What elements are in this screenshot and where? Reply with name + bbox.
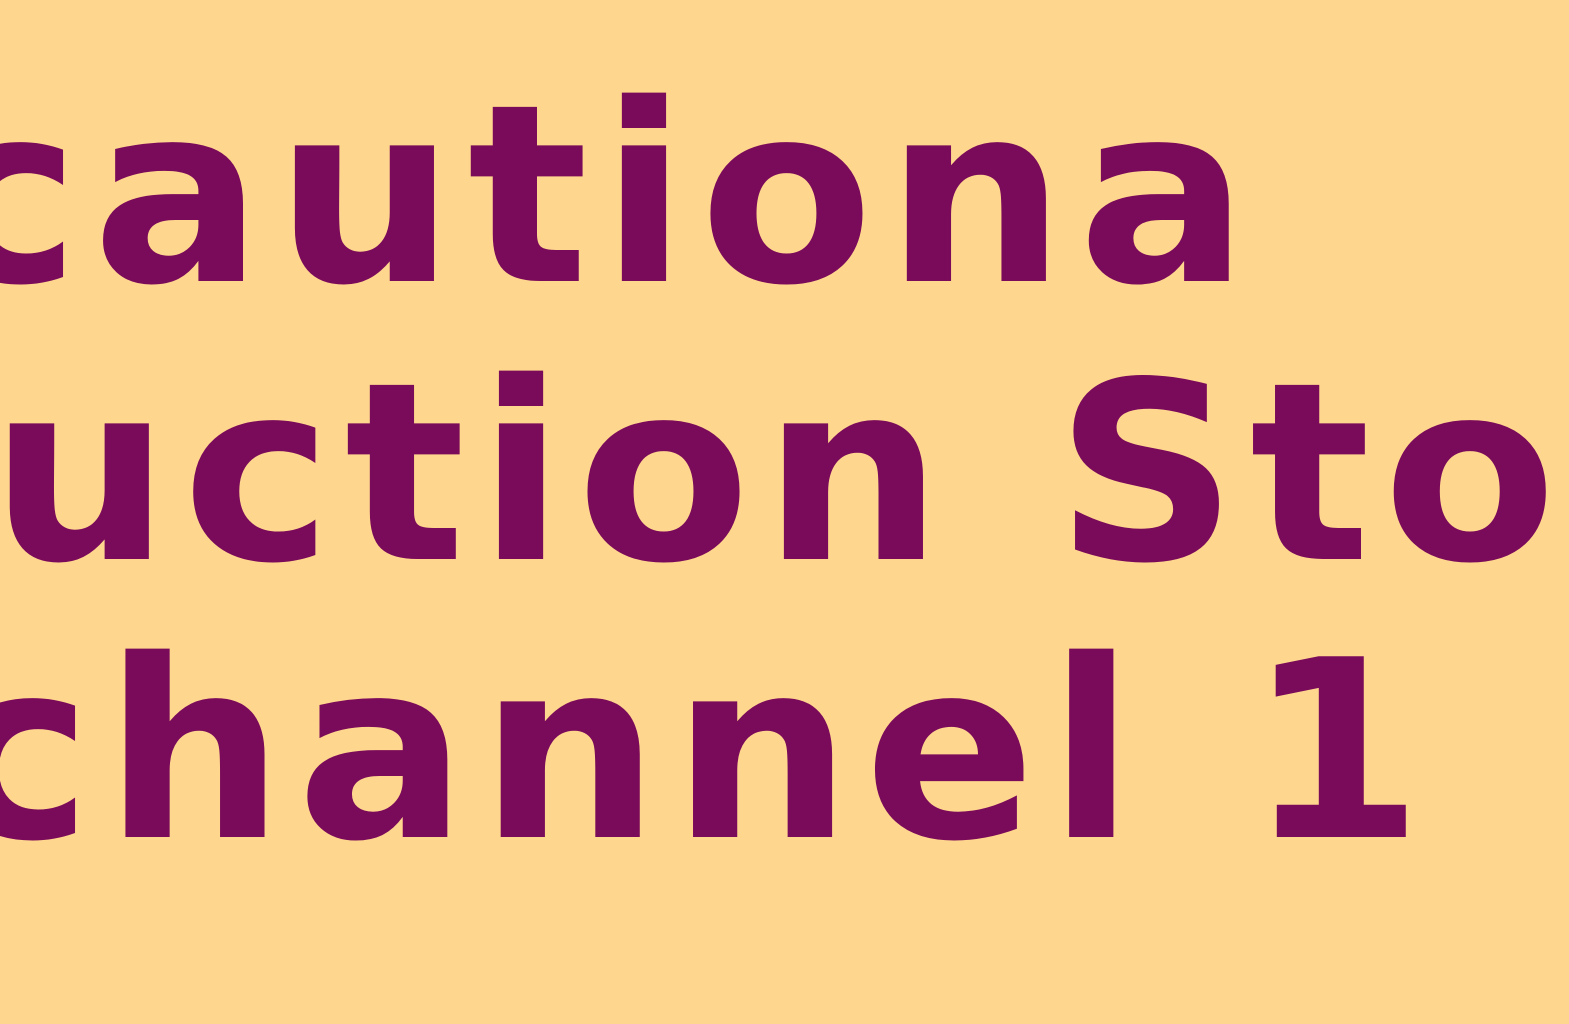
text-line-2: uction Sto	[0, 330, 1569, 618]
text-line-3: channel 1	[0, 608, 1436, 896]
zoomed-text-crop: cautiona uction Sto channel 1	[0, 72, 1557, 876]
text-line-1: cautiona	[0, 52, 1261, 340]
